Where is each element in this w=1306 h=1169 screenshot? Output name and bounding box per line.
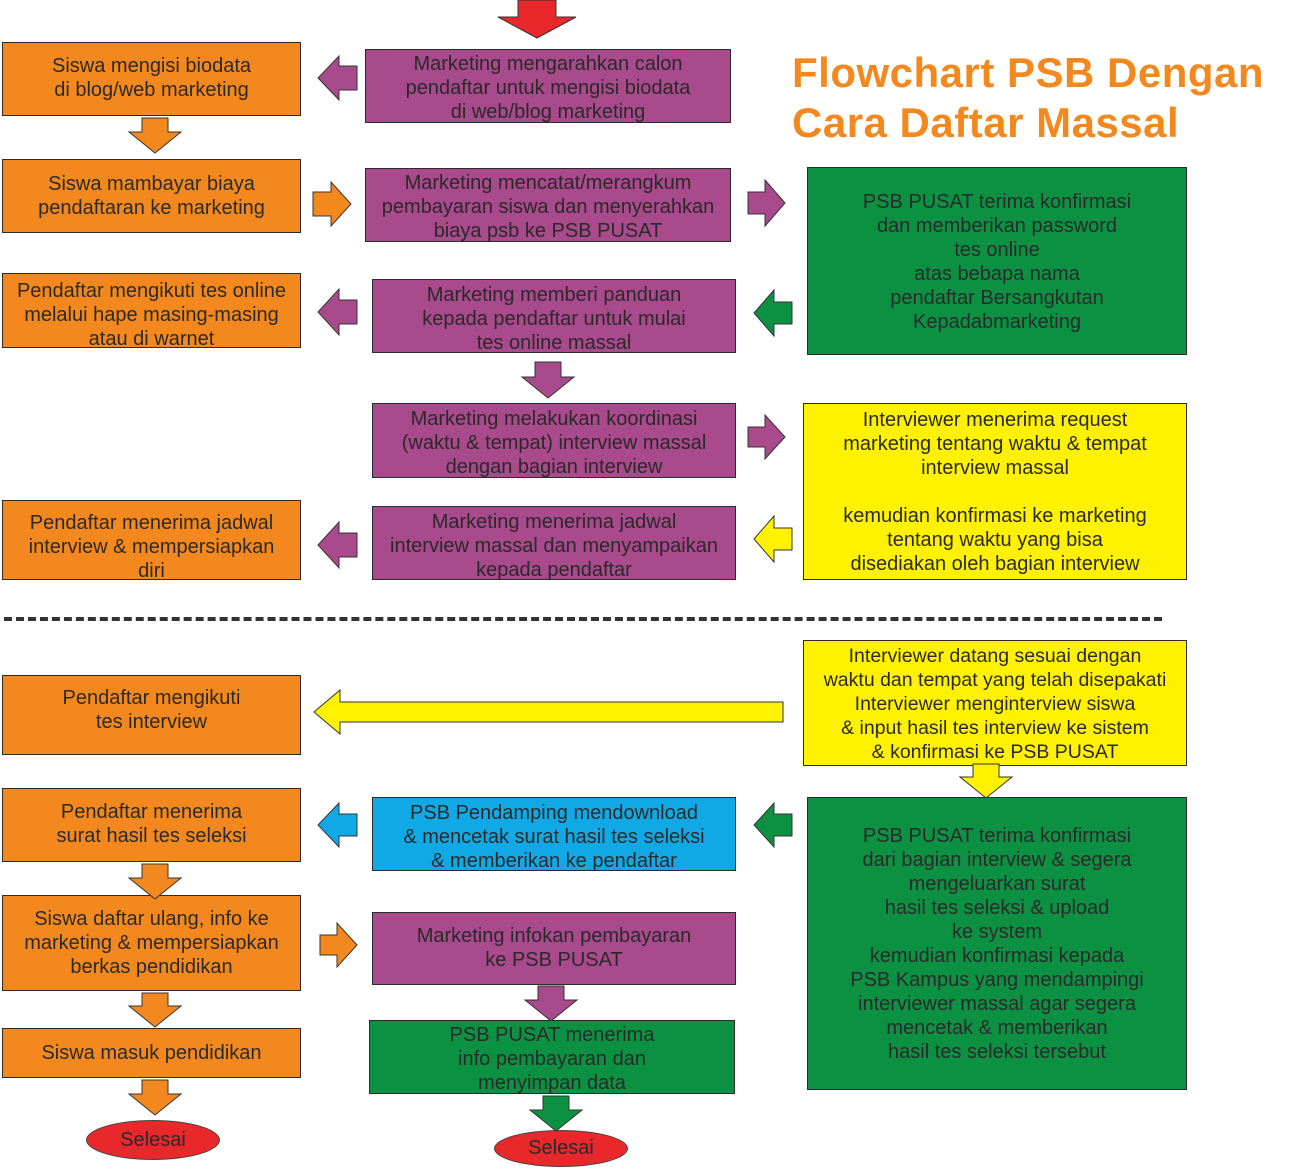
step-student-fill-biodata: Siswa mengisi biodata di blog/web market… bbox=[2, 42, 301, 116]
step-marketing-info-payment: Marketing infokan pembayaran ke PSB PUSA… bbox=[372, 912, 736, 985]
step-marketing-record: Marketing mencatat/merangkum pembayaran … bbox=[365, 168, 731, 242]
arrow-left-icon bbox=[753, 288, 793, 338]
arrow-down-icon bbox=[127, 863, 183, 900]
section-divider bbox=[4, 617, 1162, 621]
step-psb-receive-payment: PSB PUSAT menerima info pembayaran dan m… bbox=[369, 1020, 735, 1094]
step-interviewer-request: Interviewer menerima request marketing t… bbox=[803, 403, 1187, 580]
step-student-reregister: Siswa daftar ulang, info ke marketing & … bbox=[2, 895, 301, 991]
flowchart-title: Flowchart PSB Dengan Cara Daftar Massal bbox=[792, 49, 1265, 146]
arrow-left-icon bbox=[317, 801, 358, 849]
step-student-pay: Siswa mambayar biaya pendaftaran ke mark… bbox=[2, 159, 301, 233]
arrow-down-icon bbox=[520, 361, 576, 399]
arrow-left-icon bbox=[753, 801, 793, 849]
step-interviewer-arrive: Interviewer datang sesuai dengan waktu d… bbox=[803, 640, 1187, 766]
arrow-left-icon bbox=[317, 520, 358, 570]
step-marketing-guide: Marketing memberi panduan kepada pendaft… bbox=[372, 279, 736, 353]
arrow-down-icon bbox=[127, 992, 183, 1028]
end-ellipse-center: Selesai bbox=[494, 1130, 628, 1167]
step-marketing-coordinate: Marketing melakukan koordinasi (waktu & … bbox=[372, 403, 736, 478]
step-applicant-schedule: Pendaftar menerima jadwal interview & me… bbox=[2, 500, 301, 580]
step-psb-assistant-download: PSB Pendamping mendownload & mencetak su… bbox=[372, 797, 736, 871]
arrow-down-icon bbox=[127, 117, 183, 154]
arrow-right-icon bbox=[319, 921, 358, 969]
arrow-right-icon bbox=[312, 180, 352, 228]
step-applicant-online-test: Pendaftar mengikuti tes online melalui h… bbox=[2, 273, 301, 348]
step-marketing-schedule: Marketing menerima jadwal interview mass… bbox=[372, 506, 736, 580]
arrow-down-icon bbox=[127, 1079, 183, 1116]
arrow-left-icon bbox=[317, 287, 358, 337]
start-arrow-down-icon bbox=[497, 0, 577, 39]
arrow-left-icon bbox=[313, 688, 784, 736]
arrow-right-icon bbox=[747, 413, 786, 461]
arrow-down-icon bbox=[958, 763, 1014, 799]
end-ellipse-left: Selesai bbox=[86, 1120, 220, 1160]
arrow-left-icon bbox=[317, 54, 358, 102]
arrow-left-icon bbox=[753, 514, 793, 564]
arrow-right-icon bbox=[747, 178, 786, 228]
arrow-down-icon bbox=[523, 985, 579, 1022]
step-marketing-direct: Marketing mengarahkan calon pendaftar un… bbox=[365, 49, 731, 123]
step-applicant-letter: Pendaftar menerima surat hasil tes selek… bbox=[2, 788, 301, 862]
step-psb-confirm-password: PSB PUSAT terima konfirmasi dan memberik… bbox=[807, 167, 1187, 355]
step-student-enter: Siswa masuk pendidikan bbox=[2, 1028, 301, 1078]
arrow-down-icon bbox=[528, 1095, 584, 1132]
step-applicant-interview: Pendaftar mengikuti tes interview bbox=[2, 675, 301, 755]
step-psb-confirm-interview: PSB PUSAT terima konfirmasi dari bagian … bbox=[807, 797, 1187, 1090]
